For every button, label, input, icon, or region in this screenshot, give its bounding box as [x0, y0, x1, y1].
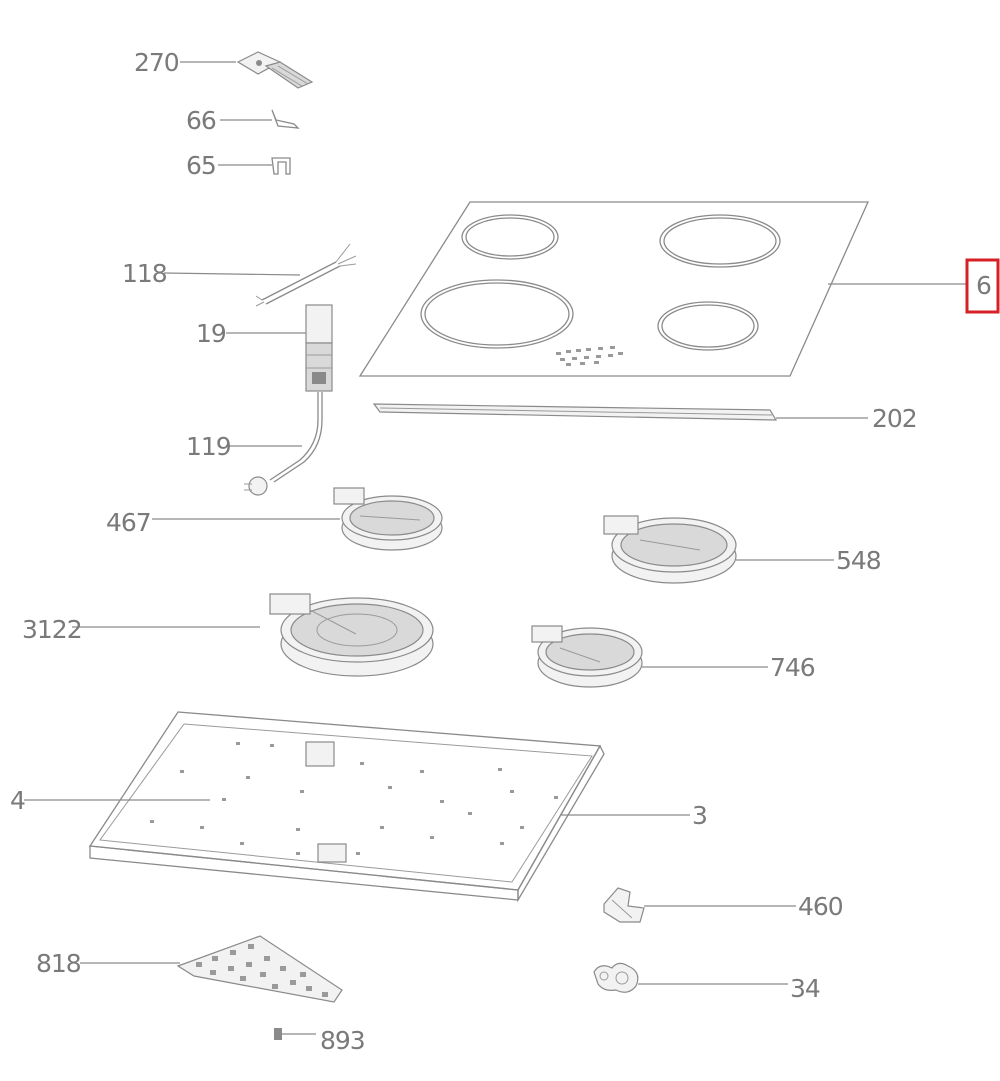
- board-components: [196, 944, 328, 997]
- part-19[interactable]: 19: [196, 304, 333, 392]
- part-460[interactable]: 460: [603, 887, 844, 923]
- label-818: 818: [36, 949, 81, 978]
- label-118: 118: [122, 259, 167, 288]
- label-548: 548: [836, 546, 881, 575]
- label-6: 6: [976, 271, 991, 300]
- part-202[interactable]: 202: [372, 403, 918, 433]
- label-3: 3: [692, 801, 707, 830]
- part-746[interactable]: 746: [531, 625, 816, 688]
- label-460: 460: [798, 892, 843, 921]
- label-19: 19: [196, 319, 226, 348]
- control-symbols: [556, 346, 623, 366]
- label-34: 34: [790, 974, 820, 1003]
- label-270: 270: [134, 48, 179, 77]
- label-66: 66: [186, 106, 216, 135]
- label-202: 202: [872, 404, 917, 433]
- label-893: 893: [320, 1026, 365, 1055]
- part-6[interactable]: 6: [358, 201, 1000, 377]
- part-34[interactable]: 34: [593, 962, 821, 1003]
- label-746: 746: [770, 653, 815, 682]
- label-119: 119: [186, 432, 231, 461]
- part-548[interactable]: 548: [603, 515, 882, 584]
- label-467: 467: [106, 508, 151, 537]
- part-270[interactable]: 270: [134, 48, 314, 89]
- label-4: 4: [10, 786, 25, 815]
- part-119[interactable]: 119: [186, 392, 323, 496]
- part-3[interactable]: 3: [88, 711, 708, 903]
- highlight-box: [965, 258, 1000, 314]
- housing-details: [150, 742, 558, 855]
- label-65: 65: [186, 151, 216, 180]
- part-467[interactable]: 467: [106, 487, 443, 551]
- part-66[interactable]: 66: [186, 106, 300, 135]
- part-3122[interactable]: 3122: [22, 593, 434, 677]
- label-3122: 3122: [22, 615, 82, 644]
- part-818[interactable]: 818: [36, 935, 343, 1003]
- part-4[interactable]: 4: [10, 786, 210, 815]
- part-893[interactable]: 893: [274, 1026, 366, 1055]
- part-118[interactable]: 118: [122, 243, 357, 307]
- part-65[interactable]: 65: [186, 151, 291, 180]
